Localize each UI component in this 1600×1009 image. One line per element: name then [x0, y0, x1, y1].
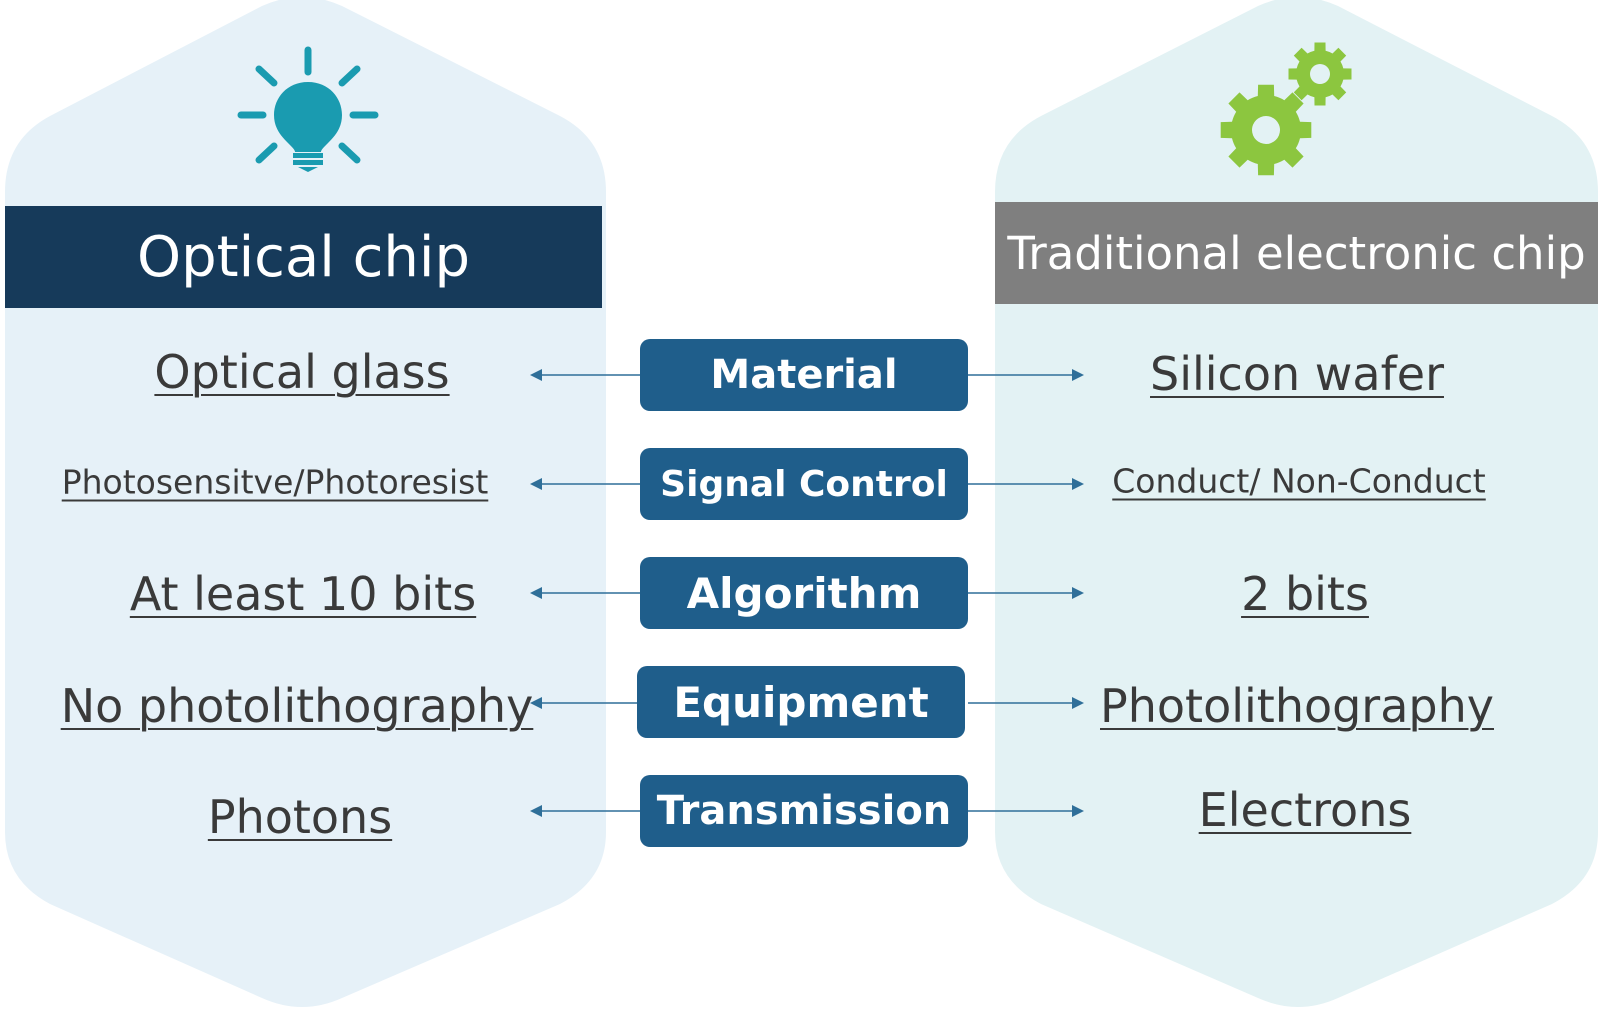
equipment-right-value: Photolithography — [1100, 679, 1494, 733]
row-5-left-arrow-head — [530, 805, 542, 817]
category-signal-control-label: Signal Control — [660, 463, 948, 505]
algorithm-left-value: At least 10 bits — [129, 567, 477, 621]
row-3-left-arrow-head — [530, 587, 542, 599]
electronic-chip-header: Traditional electronic chip — [995, 202, 1598, 304]
row-1-left-arrow-head — [530, 369, 542, 381]
small-gear-icon — [1288, 42, 1352, 106]
signal-control-left-value: Photosensitve/Photoresist — [61, 462, 489, 502]
row-5-right-arrow-head — [1072, 805, 1084, 817]
row-3-right-arrow-head — [1072, 587, 1084, 599]
category-signal-control-box: Signal Control — [640, 448, 968, 520]
row-4-right-arrow-head — [1072, 697, 1084, 709]
category-algorithm-box: Algorithm — [640, 557, 968, 629]
transmission-right-value: Electrons — [1198, 783, 1412, 837]
optical-chip-title: Optical chip — [137, 224, 470, 290]
category-transmission-label: Transmission — [656, 788, 952, 834]
category-equipment-label: Equipment — [673, 677, 929, 727]
signal-control-right-value: Conduct/ Non-Conduct — [1112, 461, 1486, 501]
equipment-left-value: No photolithography — [60, 679, 534, 733]
transmission-left-value: Photons — [207, 790, 393, 844]
category-transmission-box: Transmission — [640, 775, 968, 847]
large-gear-icon — [1220, 84, 1312, 176]
row-2-right-arrow-head — [1072, 478, 1084, 490]
category-equipment-box: Equipment — [637, 666, 965, 738]
material-right-value: Silicon wafer — [1150, 347, 1444, 401]
category-algorithm-label: Algorithm — [686, 568, 922, 618]
category-material-label: Material — [710, 352, 898, 398]
material-left-value: Optical glass — [154, 345, 450, 399]
optical-chip-header: Optical chip — [5, 206, 602, 308]
algorithm-right-value: 2 bits — [1241, 567, 1369, 621]
row-2-left-arrow-head — [530, 478, 542, 490]
row-4-left-arrow-head — [530, 697, 542, 709]
category-material-box: Material — [640, 339, 968, 411]
electronic-chip-title: Traditional electronic chip — [1007, 226, 1586, 280]
row-1-right-arrow-head — [1072, 369, 1084, 381]
